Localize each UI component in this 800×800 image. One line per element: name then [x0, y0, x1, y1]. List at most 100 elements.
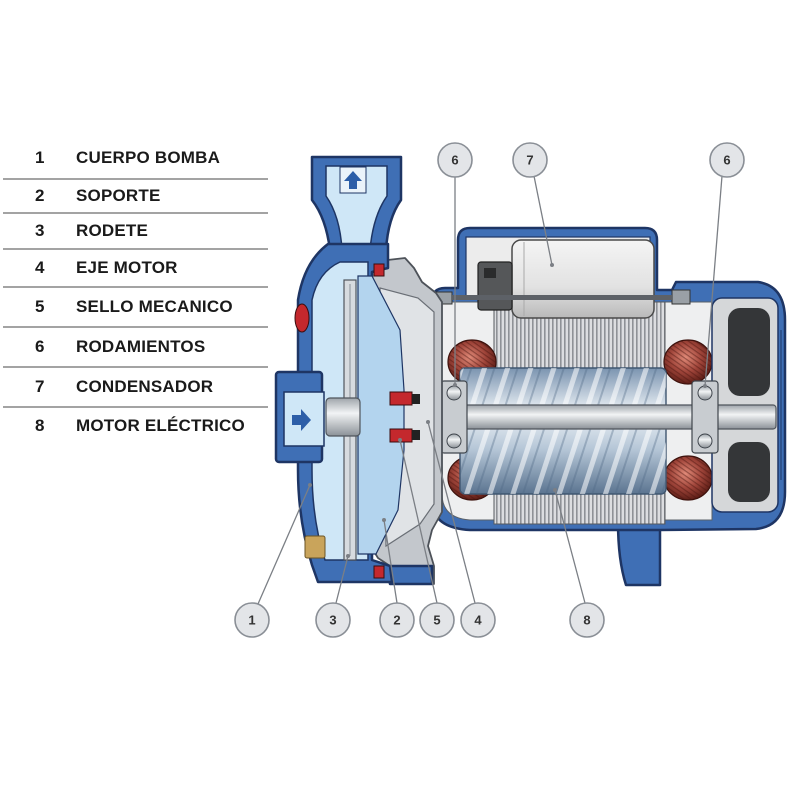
leader-dot [550, 263, 554, 267]
legend-number: 7 [35, 377, 45, 396]
callout-bubble: 5 [419, 602, 455, 638]
fan-blade [728, 308, 770, 396]
legend-label: CONDENSADOR [76, 377, 214, 396]
leader-line [399, 439, 438, 604]
legend-row: 7 CONDENSADOR [3, 368, 268, 408]
winding-coil-texture [664, 340, 712, 384]
bearing-ball [697, 433, 713, 449]
leader-line [704, 175, 723, 387]
legend-row: 4 EJE MOTOR [3, 250, 268, 288]
bearing-ball [446, 433, 462, 449]
terminal-block [477, 261, 513, 311]
parts-legend: 1 CUERPO BOMBA 2 SOPORTE 3 RODETE 4 EJE … [3, 0, 268, 450]
legend-label: EJE MOTOR [76, 258, 178, 277]
legend-label: RODAMIENTOS [76, 337, 206, 356]
callout-number: 6 [451, 153, 458, 168]
seal-spring [412, 430, 420, 440]
tie-rod [452, 295, 672, 300]
callout-bubble: 3 [315, 602, 351, 638]
callout-bubble: 7 [512, 142, 548, 178]
priming-plug [294, 303, 310, 333]
callouts: 6 7 6 1 3 2 5 4 [234, 142, 745, 638]
leader-dot [703, 384, 707, 388]
callout-circle [569, 602, 605, 638]
callout-circle [512, 142, 548, 178]
callout-circle [234, 602, 270, 638]
callout-number: 2 [393, 613, 400, 628]
rotor [459, 367, 667, 495]
callout-bubble: 2 [379, 602, 415, 638]
callout-number: 6 [723, 153, 730, 168]
callout-circle [460, 602, 496, 638]
callout-circle [379, 602, 415, 638]
rotor-bars [460, 368, 666, 494]
terminal-block-clip [484, 268, 496, 278]
impeller-nut [325, 397, 361, 437]
side-inlet [274, 370, 325, 464]
leader-line [383, 519, 398, 604]
fan-blade [728, 442, 770, 502]
callout-bubble: 6 [709, 142, 745, 178]
leader-line [427, 421, 476, 604]
legend-number: 2 [35, 186, 45, 205]
legend-number: 8 [35, 416, 45, 435]
casing-bolt [373, 263, 385, 277]
callout-bubble: 6 [437, 142, 473, 178]
bearing-front [440, 380, 468, 454]
leader-line [335, 555, 349, 604]
legend-label: SOPORTE [76, 186, 161, 205]
legend-label: MOTOR ELÉCTRICO [76, 416, 245, 435]
capacitor-body [511, 239, 655, 319]
legend-row: 6 RODAMIENTOS [3, 328, 268, 368]
leader-dot [382, 518, 386, 522]
legend-number: 1 [35, 148, 45, 167]
casing-bolt [373, 565, 385, 579]
pump-backplate [357, 275, 405, 555]
seal-ring [389, 391, 413, 406]
seal-spring [412, 394, 420, 404]
leader-dot [308, 483, 312, 487]
winding-coil-texture [664, 456, 712, 500]
callout-number: 5 [433, 613, 440, 628]
callout-circle [315, 602, 351, 638]
legend-row: 5 SELLO MECANICO [3, 288, 268, 328]
leader-dot [426, 420, 430, 424]
bearing-rear [691, 380, 719, 454]
callout-number: 1 [248, 613, 255, 628]
legend-row: 3 RODETE [3, 214, 268, 250]
mechanical-seal [389, 391, 420, 443]
leader-line [533, 175, 553, 266]
callout-number: 7 [526, 153, 533, 168]
callout-circle [709, 142, 745, 178]
legend-number: 3 [35, 221, 45, 240]
leader-dot [553, 488, 557, 492]
tie-rod-bolt [671, 289, 691, 305]
leader-line [257, 484, 311, 605]
legend-label: RODETE [76, 221, 149, 240]
arrow-up-icon [344, 171, 362, 189]
motor-assembly [321, 226, 787, 587]
leader-lines [257, 175, 723, 605]
callout-number: 3 [329, 613, 336, 628]
legend-number: 5 [35, 297, 45, 316]
callout-circle [419, 602, 455, 638]
capacitor [511, 239, 655, 319]
legend-row: 2 SOPORTE [3, 180, 268, 214]
legend-number: 6 [35, 337, 45, 356]
callout-bubble: 1 [234, 602, 270, 638]
legend-row: 1 CUERPO BOMBA [3, 138, 268, 180]
callout-bubble: 8 [569, 602, 605, 638]
leader-line [554, 489, 586, 604]
bearing-ball [446, 385, 462, 401]
motor-foot [616, 520, 662, 587]
callout-circle [437, 142, 473, 178]
legend-label: CUERPO BOMBA [76, 148, 221, 167]
drain-plug [304, 535, 326, 559]
leader-dot [398, 438, 402, 442]
arrow-right-icon [292, 409, 311, 431]
bearing-ball [697, 385, 713, 401]
leader-dot [346, 554, 350, 558]
callout-number: 8 [583, 613, 590, 628]
pump-body [274, 155, 420, 584]
